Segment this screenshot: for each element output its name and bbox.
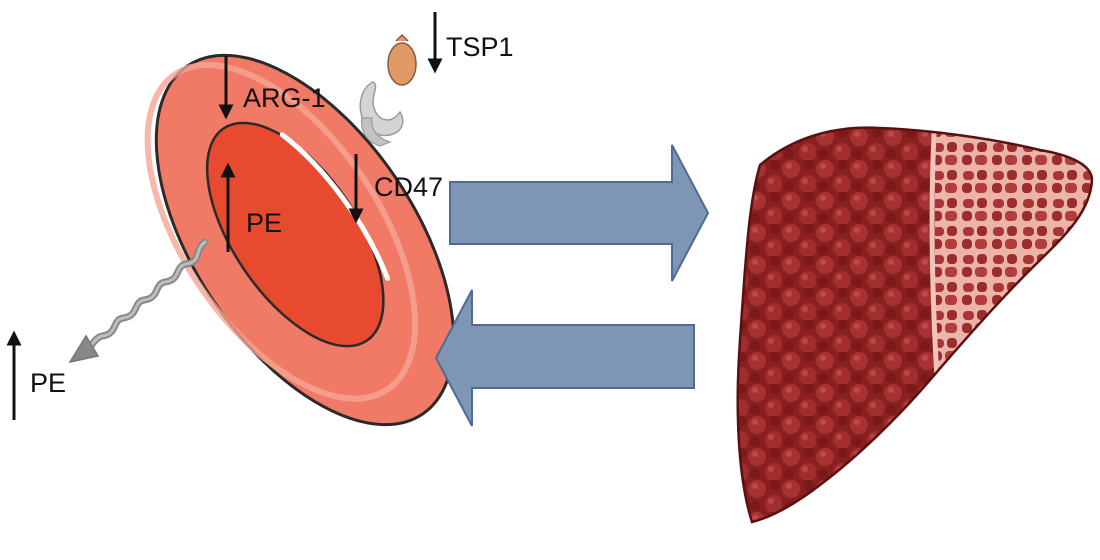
tsp1-ligand-icon [387,33,417,86]
cd47-receptor-icon [359,81,404,147]
cd47-label: CD47 [374,172,443,202]
arg1-label: ARG-1 [243,83,326,113]
liver-to-rbc-block-arrow [434,289,695,427]
red-blood-cell-icon [144,53,456,427]
liver-icon [736,126,1094,524]
released-pe-wavy-arrow-icon [68,238,209,364]
pe-outer-label: PE [30,368,66,398]
pe-inner-label: PE [246,208,282,238]
tsp1-label: TSP1 [446,32,514,62]
rbc-to-liver-block-arrow [449,144,710,282]
